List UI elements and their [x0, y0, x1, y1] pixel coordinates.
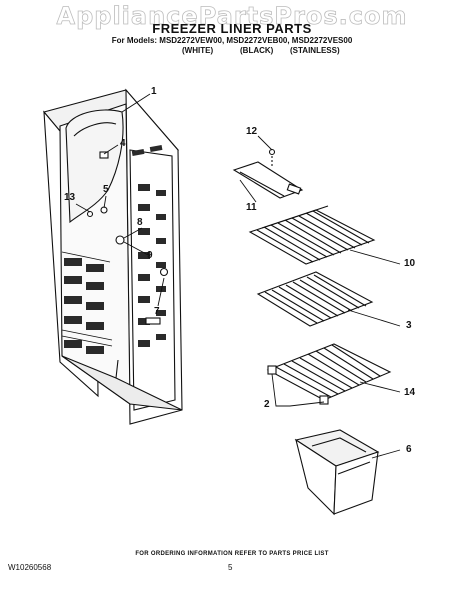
document-number: W10260568 — [8, 563, 52, 572]
callout-2: 2 — [264, 399, 270, 410]
freezer-bin — [294, 429, 380, 516]
wire-shelf-14 — [266, 343, 392, 405]
page-number: 5 — [228, 563, 233, 572]
shelf-bracket — [232, 148, 304, 199]
callout-13: 13 — [64, 192, 76, 203]
callout-6: 6 — [406, 444, 412, 455]
callout-8: 8 — [137, 217, 143, 228]
freezer-liner — [43, 88, 183, 425]
color-stainless: (STAINLESS) — [290, 46, 340, 55]
callout-5: 5 — [103, 184, 109, 195]
ordering-note: FOR ORDERING INFORMATION REFER TO PARTS … — [135, 551, 329, 557]
callout-4: 4 — [120, 138, 126, 149]
color-white: (WHITE) — [182, 46, 214, 55]
wire-shelf-3 — [256, 271, 374, 327]
watermark: AppliancePartsPros.com — [56, 2, 408, 31]
callout-12: 12 — [246, 126, 258, 137]
model-list: For Models: MSD2272VEW00, MSD2272VEB00, … — [111, 36, 353, 45]
callout-3: 3 — [406, 320, 412, 331]
callout-1: 1 — [151, 86, 157, 97]
color-black: (BLACK) — [240, 46, 274, 55]
callout-14: 14 — [404, 387, 416, 398]
page-title: FREEZER LINER PARTS — [152, 21, 312, 36]
callout-9: 9 — [147, 250, 153, 261]
callout-7: 7 — [154, 306, 160, 317]
callout-11: 11 — [246, 202, 257, 213]
wire-shelf-10 — [248, 205, 376, 265]
callout-10: 10 — [404, 258, 416, 269]
